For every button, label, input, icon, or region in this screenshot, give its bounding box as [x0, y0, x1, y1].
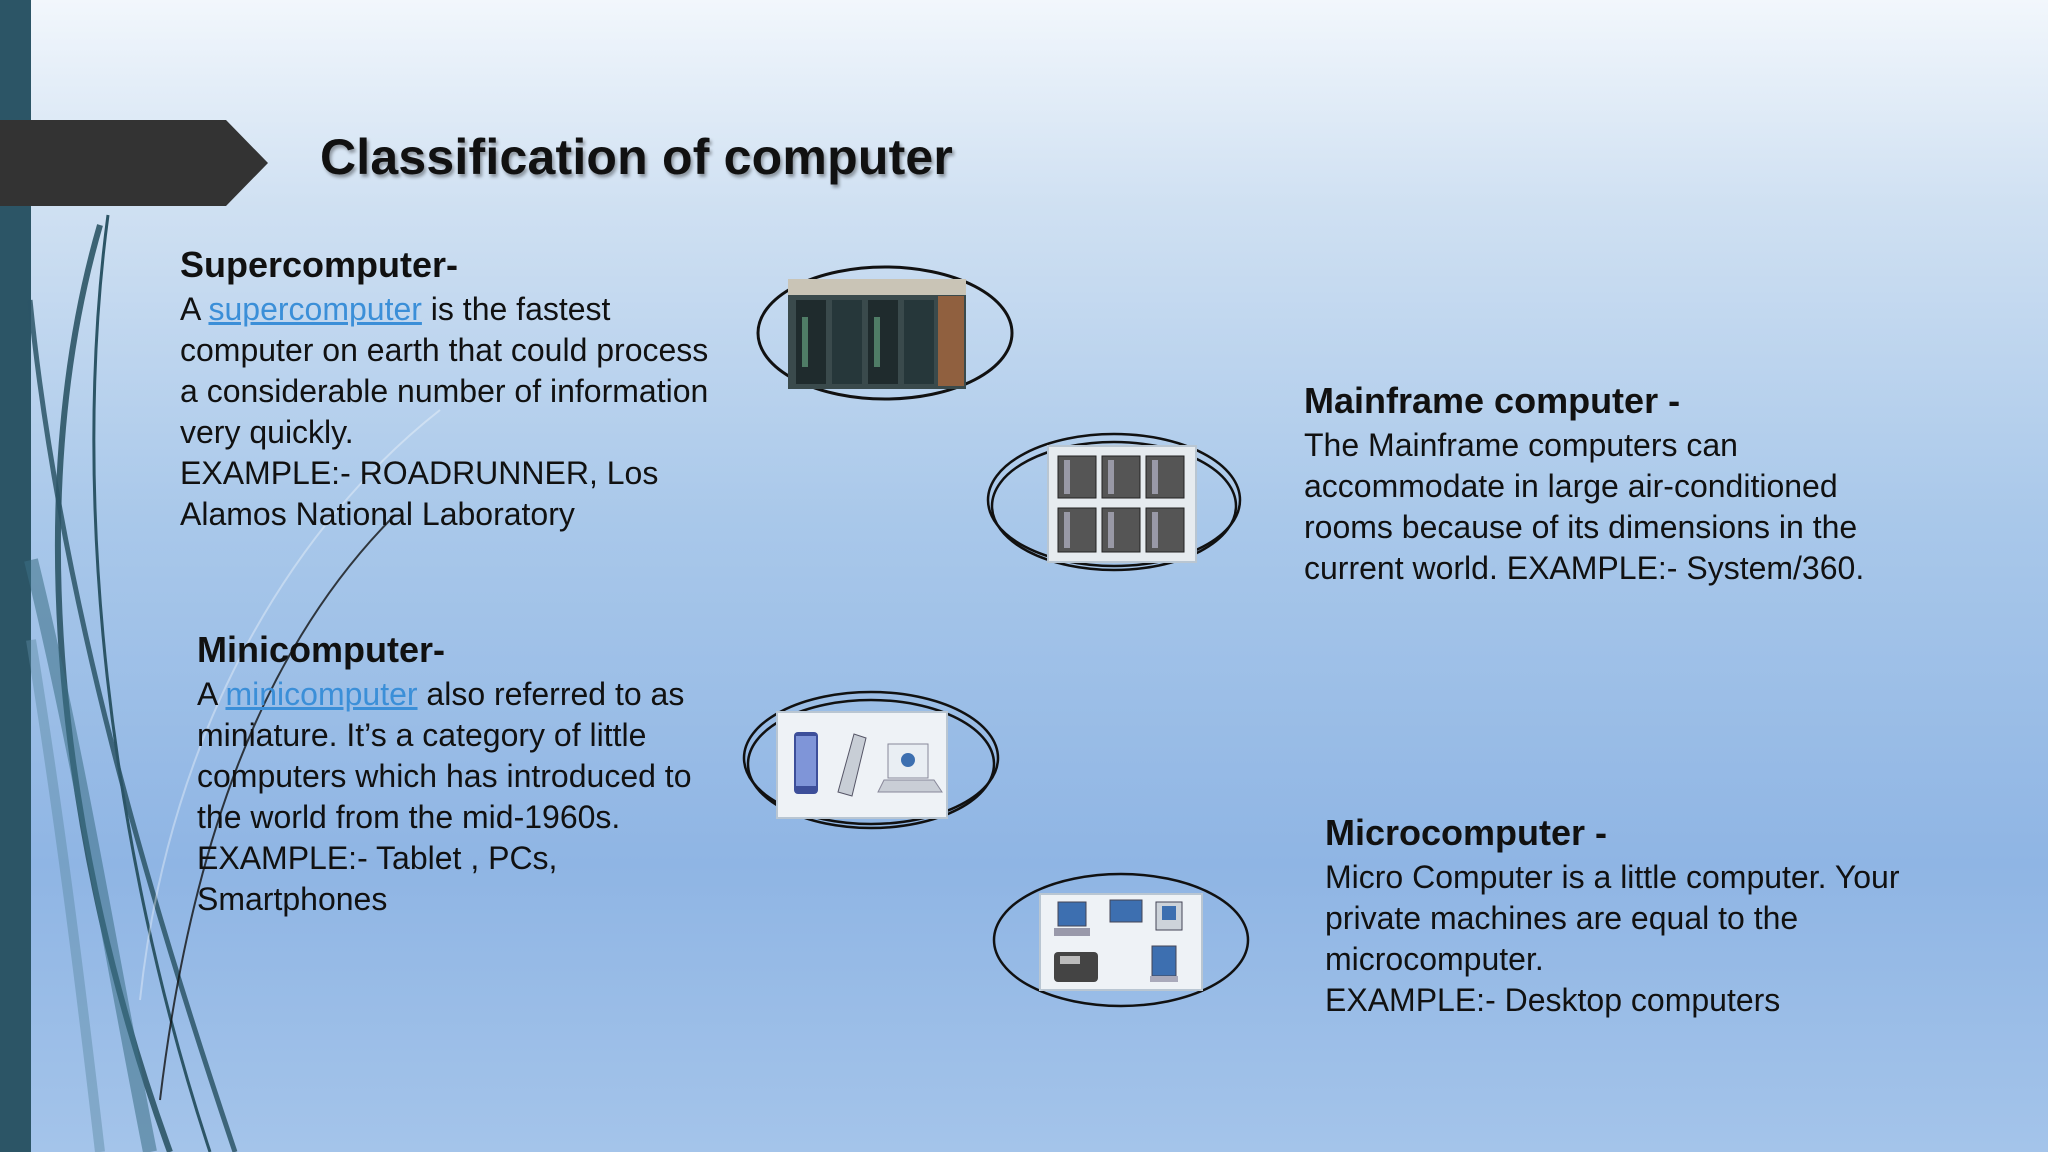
supercomputer-link[interactable]: supercomputer	[208, 291, 422, 327]
title-arrow-shape	[0, 120, 268, 206]
microcomputer-description: Micro Computer is a little computer. You…	[1325, 859, 1900, 977]
slide-title: Classification of computer	[320, 129, 954, 185]
mainframe-section: Mainframe computer - The Mainframe compu…	[1304, 379, 1904, 589]
supercomputer-image	[756, 265, 1014, 401]
minicomputer-heading: Minicomputer-	[197, 629, 445, 670]
microcomputer-heading: Microcomputer -	[1325, 812, 1608, 853]
microcomputer-image	[992, 872, 1250, 1008]
minicomputer-image	[742, 690, 1000, 830]
supercomputer-description: A supercomputer is the fastest computer …	[180, 289, 720, 453]
mainframe-description: The Mainframe computers can accommodate …	[1304, 427, 1865, 586]
mainframe-image	[986, 432, 1242, 572]
minicomputer-intro-text: A	[197, 676, 226, 712]
minicomputer-description: A minicomputer also referred to as minia…	[197, 674, 697, 838]
minicomputer-rest-text: also referred to as miniature. It’s a ca…	[197, 676, 692, 835]
microcomputer-section: Microcomputer - Micro Computer is a litt…	[1325, 811, 1965, 1021]
supercomputer-intro-text: A	[180, 291, 209, 327]
minicomputer-section: Minicomputer- A minicomputer also referr…	[197, 628, 697, 920]
minicomputer-example: EXAMPLE:- Tablet , PCs, Smartphones	[197, 840, 558, 917]
supercomputer-rest-text: is the fastest computer on earth that co…	[180, 291, 709, 450]
supercomputer-example: EXAMPLE:- ROADRUNNER, Los Alamos Nationa…	[180, 455, 659, 532]
supercomputer-heading: Supercomputer-	[180, 244, 459, 285]
microcomputer-example: EXAMPLE:- Desktop computers	[1325, 982, 1781, 1018]
supercomputer-section: Supercomputer- A supercomputer is the fa…	[180, 243, 720, 535]
mainframe-heading: Mainframe computer -	[1304, 380, 1681, 421]
minicomputer-link[interactable]: minicomputer	[225, 676, 418, 712]
